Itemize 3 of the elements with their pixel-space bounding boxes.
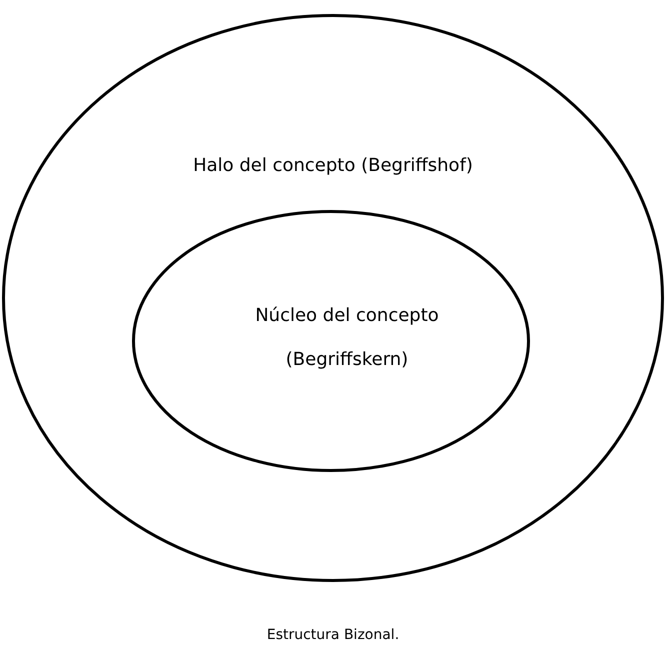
halo-label: Halo del concepto (Begriffshof) xyxy=(192,154,474,178)
caption: Estructura Bizonal. xyxy=(266,627,400,643)
core-label: Núcleo del concepto (Begriffskern) xyxy=(254,304,440,372)
